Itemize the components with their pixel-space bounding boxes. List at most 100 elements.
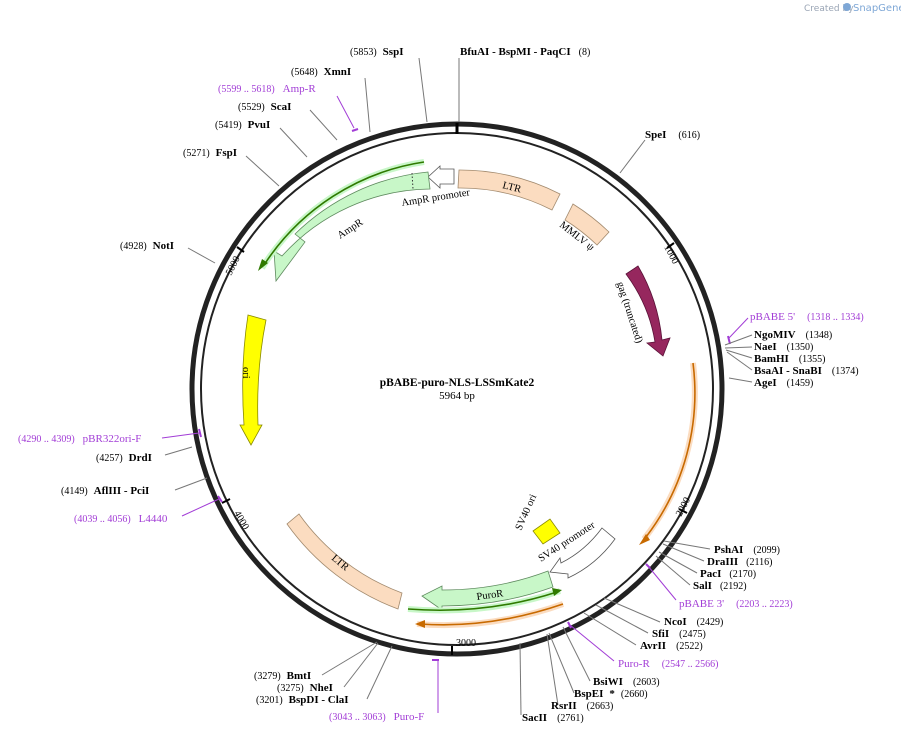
enzyme-pshai[interactable]: PshAI(2099) [714, 544, 780, 556]
enzyme-afliii-pcii[interactable]: (4149)AflIII - PciI [61, 485, 149, 497]
enzyme-sfii[interactable]: SfiI(2475) [652, 628, 706, 640]
orf-right-line [645, 362, 696, 538]
enzyme-bmti[interactable]: (3279)BmtI [254, 670, 311, 682]
leader-sali [655, 555, 691, 586]
plasmid-name: pBABE-puro-NLS-LSSmKate2 [380, 377, 535, 389]
puror-feature[interactable] [421, 570, 554, 611]
enzyme-bfuai-bspmi-paqci[interactable]: BfuAI - BspMI - PaqCI(8) [460, 46, 590, 58]
ampr-orf-line [263, 161, 425, 266]
enzyme-bsaai-snabi[interactable]: BsaAI - SnaBI(1374) [754, 365, 859, 377]
enzyme-rsrii[interactable]: RsrII(2663) [551, 700, 613, 712]
puror-orf2-arrowhead [415, 620, 425, 628]
primer-mark-puror [567, 621, 572, 629]
primer-puro-f[interactable]: (3043 .. 3063)Puro-F [329, 711, 424, 723]
primer-mark-ampr [351, 128, 359, 132]
enzyme-fspi[interactable]: (5271)FspI [183, 147, 237, 159]
puror-label: PuroR [476, 588, 504, 603]
leader-primer-pbabe5 [728, 317, 749, 339]
tick-label-3000: 3000 [456, 638, 476, 649]
ampr-label: AmpR [336, 217, 365, 241]
tick-2000 [678, 508, 688, 514]
puror-orf2-line [419, 603, 564, 626]
enzyme-agei[interactable]: AgeI(1459) [754, 377, 813, 389]
enzyme-bamhi[interactable]: BamHI(1355) [754, 353, 826, 365]
primer-mark-l4440 [217, 495, 223, 503]
tick-1000 [666, 242, 675, 249]
ltr-bottom-feature[interactable] [286, 513, 403, 610]
primer-pbabe-5[interactable]: pBABE 5'(1318 .. 1334) [750, 311, 864, 323]
enzyme-xmni[interactable]: (5648)XmnI [291, 66, 351, 78]
primer-mark-pbr322 [198, 428, 202, 438]
leader-drdi [164, 446, 193, 456]
enzyme-pvui[interactable]: (5419)PvuI [215, 119, 270, 131]
enzyme-bspdi-clai[interactable]: (3201)BspDI - ClaI [256, 694, 349, 706]
puror-orf-line [407, 591, 558, 612]
ltr-top-feature[interactable] [457, 169, 561, 211]
enzyme-scai[interactable]: (5529)ScaI [238, 101, 291, 113]
primer-mark-pbabe5 [727, 335, 731, 345]
enzyme-bsiwi[interactable]: BsiWI(2603) [593, 676, 660, 688]
plasmid-length: 5964 bp [439, 390, 475, 402]
ampr-promoter-feature[interactable] [427, 165, 455, 189]
enzyme-sacii[interactable]: SacII(2761) [522, 712, 584, 724]
leader-xmni [364, 77, 371, 133]
leader-bamhi [725, 349, 753, 359]
mmlv-psi-feature[interactable] [564, 203, 610, 246]
ampr-orf-arrowhead [258, 259, 268, 271]
tick-4000 [221, 498, 231, 504]
primer-puro-r[interactable]: Puro-R(2547 .. 2566) [618, 658, 718, 670]
enzyme-drdi[interactable]: (4257)DrdI [96, 452, 152, 464]
enzyme-avrii[interactable]: AvrII(2522) [640, 640, 703, 652]
leader-bmti [321, 641, 378, 676]
leader-noti [187, 247, 216, 264]
leader-bspei [548, 632, 575, 694]
enzyme-draiii[interactable]: DraIII(2116) [707, 556, 772, 568]
leader-sspi [418, 57, 428, 123]
leader-pshai [663, 540, 711, 550]
credit-brand: SnapGene [853, 3, 901, 14]
leader-nhei [343, 642, 379, 688]
puror-orf-arrowhead [552, 588, 562, 596]
leader-agei [728, 377, 753, 383]
leader-primer-pbabe3 [647, 565, 677, 601]
leader-primer-pbr322 [161, 432, 200, 439]
gag-feature[interactable] [625, 265, 671, 357]
enzyme-paci[interactable]: PacI(2170) [700, 568, 756, 580]
enzyme-sali[interactable]: SalI(2192) [693, 580, 747, 592]
sv40-ori-feature[interactable] [532, 518, 561, 545]
leader-bsiwi [562, 626, 591, 682]
primer-pbr322ori-f[interactable]: (4290 .. 4309)pBR322ori-F [18, 433, 141, 445]
enzyme-nhei[interactable]: (3275)NheI [277, 682, 333, 694]
enzyme-sspi[interactable]: (5853)SspI [350, 46, 403, 58]
leader-bsaai [726, 351, 753, 371]
primer-pbabe-3[interactable]: pBABE 3'(2203 .. 2223) [679, 598, 793, 610]
tick-5000 [236, 246, 245, 253]
enzyme-bspei[interactable]: BspEI*(2660) [574, 688, 648, 700]
enzyme-ngomiv[interactable]: NgoMIV(1348) [754, 329, 832, 341]
leader-ngomiv [724, 334, 753, 346]
primer-amp-r[interactable]: (5599 .. 5618)Amp-R [218, 83, 316, 95]
primer-l4440[interactable]: (4039 .. 4056)L4440 [74, 513, 168, 525]
enzyme-naei[interactable]: NaeI(1350) [754, 341, 813, 353]
enzyme-spei[interactable]: SpeI(616) [645, 129, 700, 141]
leader-paci [658, 551, 698, 574]
ltr-top-label: LTR [501, 180, 522, 195]
ampr-feature[interactable] [273, 171, 431, 283]
enzyme-ncoi[interactable]: NcoI(2429) [664, 616, 723, 628]
backbone-inner [200, 132, 714, 646]
credit-prefix: Created by [804, 4, 854, 14]
ampr-promoter-label: AmpR promoter [401, 187, 471, 209]
leader-scai [309, 109, 338, 141]
ori-feature[interactable] [239, 314, 267, 446]
leader-primer-puror [569, 624, 615, 662]
enzyme-noti[interactable]: (4928)NotI [120, 240, 174, 252]
leader-bspdi [366, 645, 393, 700]
leader-primer-l4440 [181, 498, 220, 517]
leader-primer-ampr [336, 95, 355, 129]
leader-pvui [279, 127, 308, 158]
orf-right-arrowhead [639, 534, 650, 545]
sv40-promoter-feature[interactable] [549, 527, 616, 579]
leader-fspi [245, 155, 280, 187]
backbone-outer [189, 121, 725, 657]
leader-naei [724, 346, 753, 349]
